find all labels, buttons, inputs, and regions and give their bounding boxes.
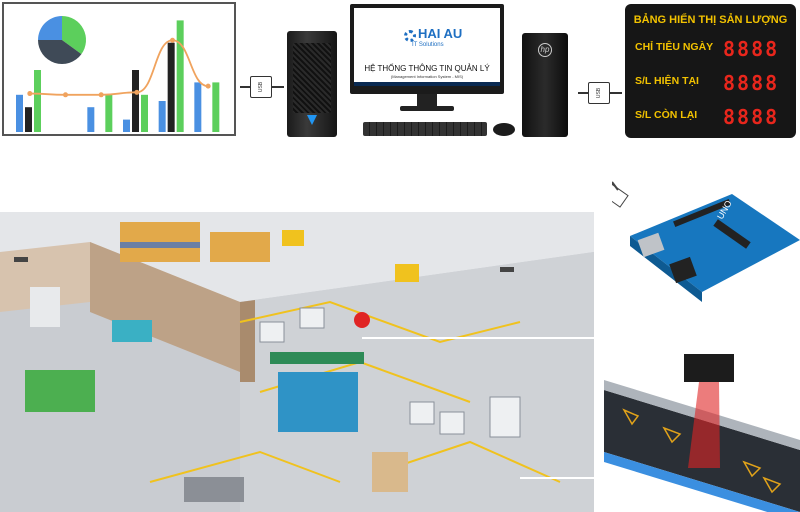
- hp-logo-icon: hp: [538, 43, 552, 57]
- led-board-title: BẢNG HIỂN THỊ SẢN LƯỢNG: [633, 14, 788, 26]
- trend-point: [63, 92, 68, 98]
- arduino-uno-board: UNO: [612, 181, 800, 302]
- alarm-light-icon: [354, 312, 370, 328]
- bar: [194, 82, 202, 132]
- usb-connector-right: USB: [578, 82, 622, 104]
- led-row-label: S/L CÒN LẠI: [635, 109, 698, 121]
- bar: [167, 42, 175, 132]
- taskbar: [354, 82, 500, 86]
- usb-connector-left: USB: [240, 76, 284, 98]
- forklift: [282, 230, 419, 282]
- trend-point: [134, 89, 140, 95]
- pie-slice: [38, 16, 62, 40]
- dashboard-chart-panel: [2, 2, 236, 136]
- screen-title: HỆ THỐNG THÔNG TIN QUẢN LÝ: [364, 64, 490, 73]
- pump: [112, 320, 152, 342]
- usb-label: USB: [596, 87, 602, 99]
- bar: [105, 94, 113, 132]
- bar: [123, 119, 130, 132]
- production-led-board: BẢNG HIỂN THỊ SẢN LƯỢNG CHỈ TIÊU NGÀY 88…: [625, 4, 796, 138]
- bar: [25, 107, 32, 132]
- bar: [141, 94, 148, 132]
- company-logo-sub: IT Solutions: [412, 42, 444, 48]
- bar: [176, 20, 184, 132]
- assembly-machine: [278, 372, 358, 432]
- pc-tower-left: [287, 31, 337, 137]
- led-row-label: CHỈ TIÊU NGÀY: [635, 41, 714, 53]
- screen-subtitle: (Management Information System - MIS): [390, 74, 464, 79]
- monitor-screen: HAI AU IT Solutions HỆ THỐNG THÔNG TIN Q…: [354, 8, 500, 86]
- led-row-label: S/L HIỆN TẠI: [635, 75, 699, 87]
- dashboard-chart: [16, 16, 220, 132]
- bar: [34, 70, 41, 132]
- led-digits: 8888: [723, 37, 780, 61]
- electrical-cabinet: [30, 287, 60, 327]
- carton-boxes: [372, 452, 408, 492]
- robot-arm-station: [184, 477, 244, 502]
- led-digits: 8888: [723, 105, 780, 129]
- mouse: [493, 123, 515, 136]
- pc-tower-right: hp: [522, 33, 568, 137]
- factory-floor-illustration: [0, 212, 594, 512]
- pie-slice: [38, 40, 82, 64]
- warehouse-racks: [120, 222, 270, 262]
- led-row-daily-target: CHỈ TIÊU NGÀY 8888: [631, 36, 791, 61]
- conveyor-sensor: [604, 354, 800, 512]
- led-digits: 8888: [723, 71, 780, 95]
- photo-sensor: [684, 354, 734, 382]
- generator: [25, 370, 95, 412]
- trend-point: [27, 91, 33, 97]
- led-row-current-output: S/L HIỆN TẠI 8888: [631, 70, 791, 95]
- usb-label: USB: [258, 81, 264, 93]
- bar: [158, 101, 166, 132]
- laser-beam: [688, 382, 720, 468]
- trend-point: [98, 92, 104, 98]
- bar: [87, 107, 95, 132]
- gantry: [270, 352, 364, 364]
- bar: [16, 94, 23, 132]
- trend-point: [205, 83, 211, 89]
- keyboard: [363, 122, 487, 136]
- led-row-remaining: S/L CÒN LẠI 8888: [631, 104, 791, 129]
- gear-icon: [404, 30, 416, 42]
- trend-point: [170, 37, 175, 43]
- monitor: HAI AU IT Solutions HỆ THỐNG THÔNG TIN Q…: [350, 4, 504, 111]
- pie-slice: [62, 16, 87, 55]
- bar: [212, 82, 220, 132]
- company-logo-name: HAI AU: [418, 26, 463, 41]
- bar: [132, 70, 139, 132]
- tower-led-icon: [307, 115, 317, 125]
